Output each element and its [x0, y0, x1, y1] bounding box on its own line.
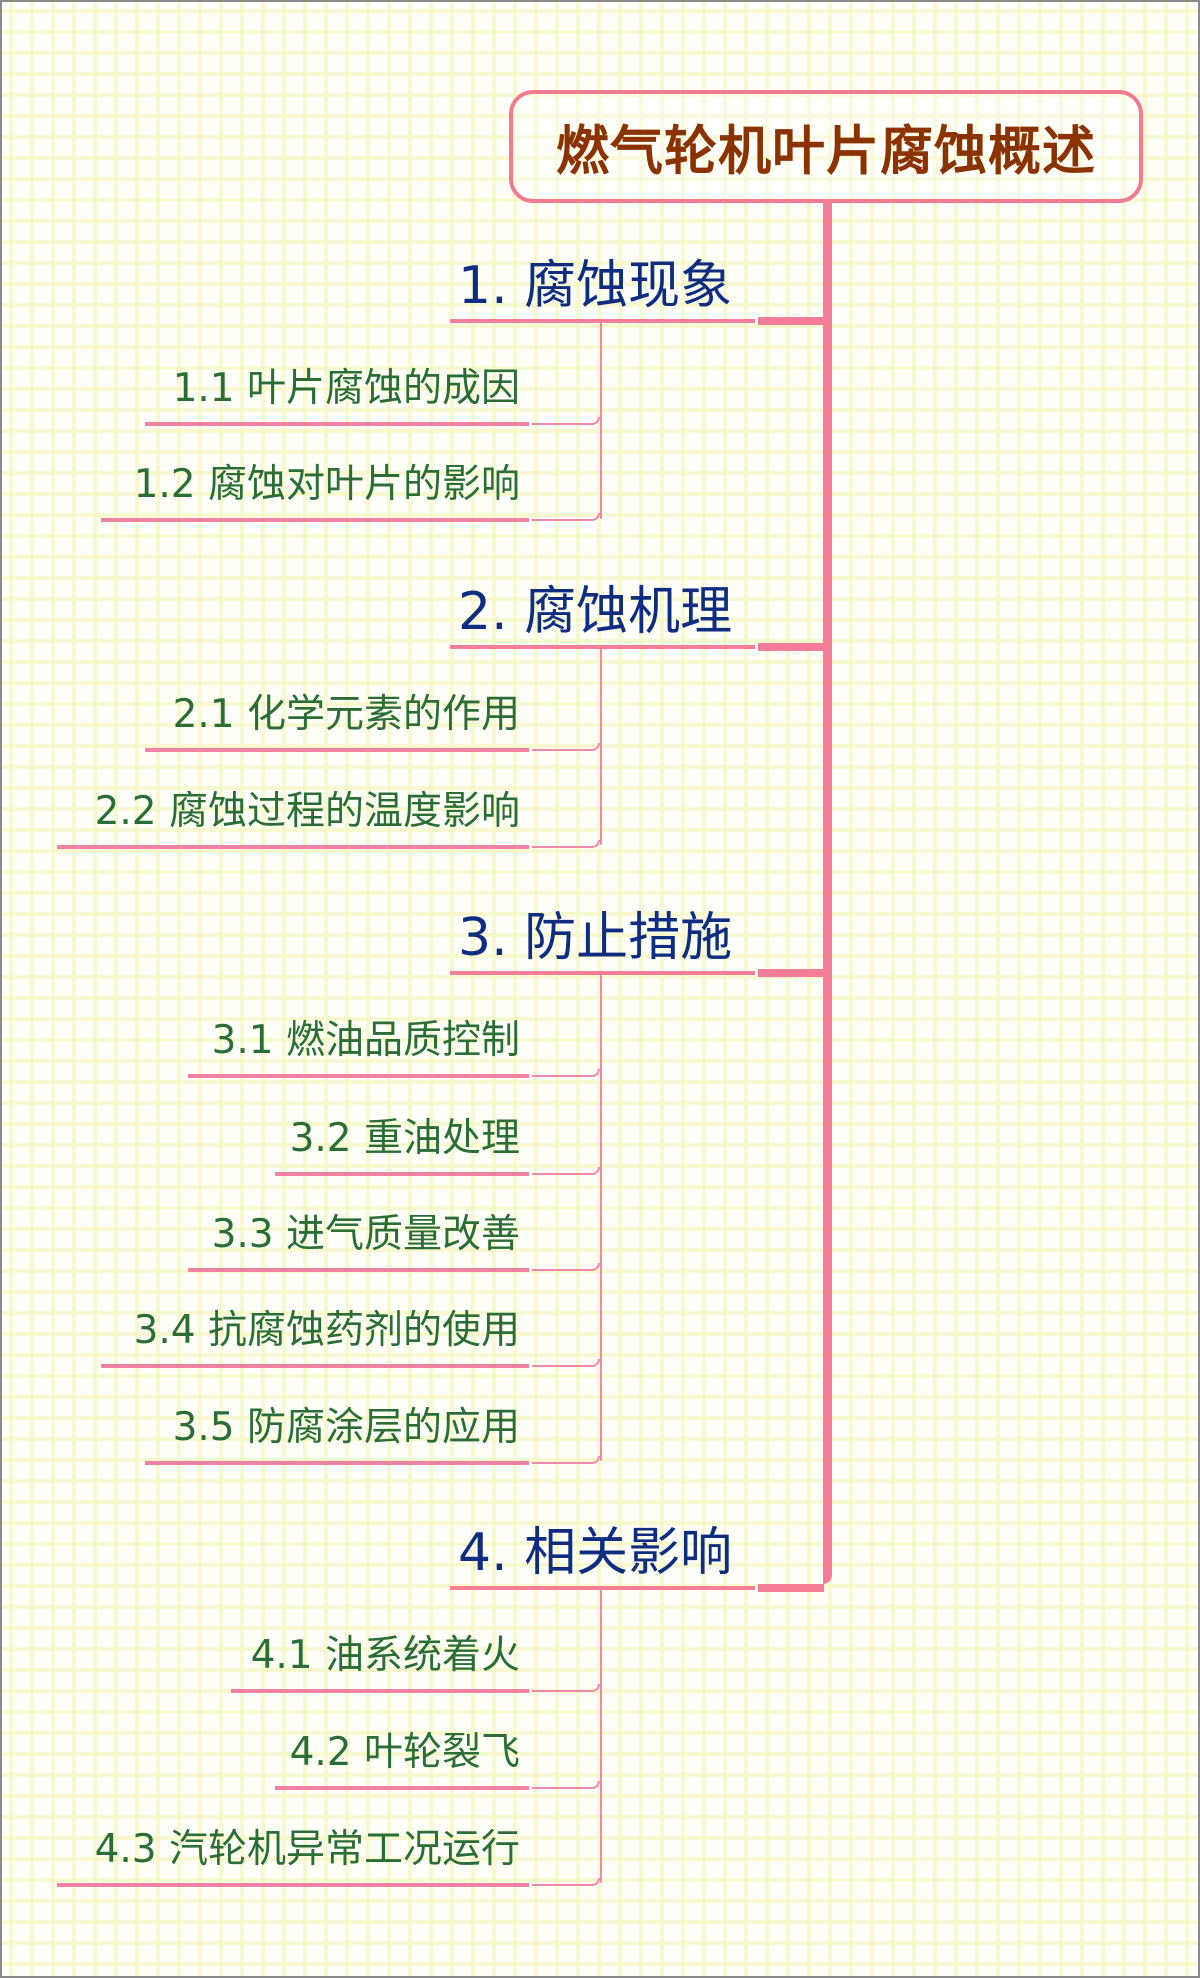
main-trunk-line	[823, 199, 832, 1584]
sub-item-connector	[532, 1684, 600, 1692]
branch-heading[interactable]: 1. 腐蚀现象	[458, 256, 733, 316]
sub-item[interactable]: 1.2 腐蚀对叶片的影响	[133, 462, 520, 507]
sub-branch-line	[600, 975, 602, 1461]
sub-item[interactable]: 2.1 化学元素的作用	[172, 692, 520, 737]
branch-underline	[450, 319, 755, 323]
branch-heading[interactable]: 4. 相关影响	[458, 1523, 733, 1583]
sub-item[interactable]: 3.1 燃油品质控制	[211, 1018, 520, 1063]
sub-item[interactable]: 3.3 进气质量改善	[211, 1212, 520, 1257]
sub-item-connector	[532, 1781, 600, 1789]
sub-item-connector	[532, 513, 600, 521]
sub-item-connector	[532, 1069, 600, 1077]
sub-item-underline	[188, 1268, 529, 1272]
sub-item-connector	[532, 417, 600, 425]
sub-item-underline	[145, 1461, 529, 1465]
sub-item[interactable]: 4.3 汽轮机异常工况运行	[94, 1827, 520, 1872]
sub-item-underline	[57, 1883, 529, 1887]
sub-item[interactable]: 3.5 防腐涂层的应用	[172, 1405, 520, 1450]
sub-branch-line	[600, 1590, 602, 1883]
root-node[interactable]: 燃气轮机叶片腐蚀概述	[509, 90, 1143, 203]
sub-item-connector	[532, 1263, 600, 1271]
sub-item-underline	[145, 748, 529, 752]
branch-heading[interactable]: 3. 防止措施	[458, 908, 733, 968]
sub-item-underline	[57, 845, 529, 849]
sub-item[interactable]: 4.1 油系统着火	[250, 1633, 520, 1678]
sub-item-underline	[145, 422, 529, 426]
branch-underline	[450, 1586, 755, 1590]
sub-item[interactable]: 3.4 抗腐蚀药剂的使用	[133, 1308, 520, 1353]
sub-item[interactable]: 3.2 重油处理	[289, 1116, 520, 1161]
sub-item-connector	[532, 1167, 600, 1175]
sub-item-underline	[275, 1172, 529, 1176]
sub-item-underline	[275, 1786, 529, 1790]
sub-item[interactable]: 1.1 叶片腐蚀的成因	[172, 366, 520, 411]
branch-connector	[758, 1584, 824, 1592]
sub-item-connector	[532, 1359, 600, 1367]
branch-underline	[450, 645, 755, 649]
sub-item-connector	[532, 1456, 600, 1464]
branch-connector	[758, 643, 830, 651]
sub-item-underline	[101, 518, 529, 522]
sub-branch-line	[600, 649, 602, 845]
sub-item-underline	[101, 1364, 529, 1368]
sub-item-underline	[231, 1689, 529, 1693]
branch-connector	[758, 969, 830, 977]
sub-branch-line	[600, 323, 602, 519]
branch-underline	[450, 971, 755, 975]
sub-item-connector	[532, 840, 600, 848]
branch-heading[interactable]: 2. 腐蚀机理	[458, 582, 733, 642]
sub-item-underline	[188, 1074, 529, 1078]
root-title: 燃气轮机叶片腐蚀概述	[556, 120, 1096, 182]
sub-item[interactable]: 2.2 腐蚀过程的温度影响	[94, 789, 520, 834]
sub-item-connector	[532, 1878, 600, 1886]
sub-item-connector	[532, 743, 600, 751]
sub-item[interactable]: 4.2 叶轮裂飞	[289, 1730, 520, 1775]
branch-connector	[758, 317, 830, 325]
